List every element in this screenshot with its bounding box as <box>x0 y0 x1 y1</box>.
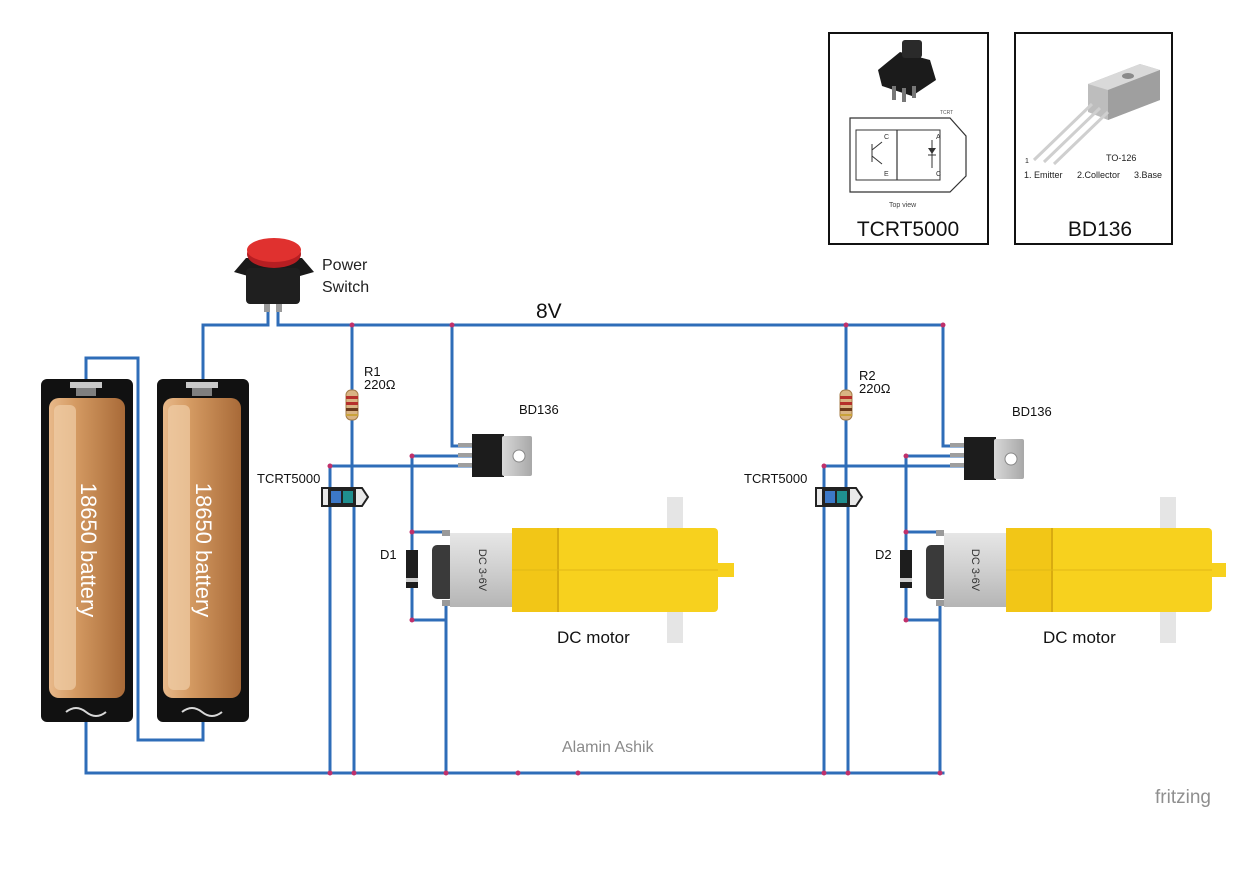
junction-nodes <box>327 322 946 776</box>
d1-label: D1 <box>380 547 397 562</box>
bd136-right-collector-wire <box>904 454 968 534</box>
bd136-inset: TO-126 1 1. Emitter 2.Collector 3.Base B… <box>1014 32 1173 245</box>
voltage-label: 8V <box>536 300 562 323</box>
tcrt5000-sensor-left <box>321 487 370 507</box>
battery-to-switch-wire <box>201 303 270 387</box>
bd136-right-emitter-wire <box>941 323 968 448</box>
battery-right-label: 18650 battery <box>191 483 216 618</box>
r1-value: 220Ω <box>364 377 396 392</box>
dc-motor-left: DC 3-6V <box>432 497 734 643</box>
resistor-r1 <box>345 389 359 421</box>
bd136-transistor-right <box>950 437 1024 480</box>
power-switch <box>234 238 314 312</box>
dc-motor-right: DC 3-6V <box>926 497 1226 643</box>
bd136-right-label: BD136 <box>1012 404 1052 419</box>
tcrt-pin-c: C <box>884 134 889 141</box>
bd136-package-label: TO-126 <box>1106 153 1136 163</box>
motor-left-label: DC motor <box>557 628 630 647</box>
bd136-pin3-label: 3.Base <box>1134 170 1162 180</box>
bd136-left-base-wire <box>328 464 476 775</box>
bd136-left-emitter-wire <box>450 323 476 448</box>
bd136-right-base-wire <box>822 464 968 775</box>
r2-name: R2 <box>859 368 876 383</box>
bd136-inset-title: BD136 <box>1068 218 1132 241</box>
battery-left-label: 18650 battery <box>76 483 101 618</box>
battery-left: 18650 battery <box>41 379 133 722</box>
r1-name: R1 <box>364 364 381 379</box>
d2-label: D2 <box>875 547 892 562</box>
bd136-transistor-left <box>458 434 532 477</box>
tcrt-pin-k: C <box>936 171 941 178</box>
tcrt-top-view-label: Top view <box>889 202 917 209</box>
bd136-pin-index: 1 <box>1025 158 1029 165</box>
tcrt-pin-a: A <box>936 134 941 141</box>
r2-value: 220Ω <box>859 381 891 396</box>
ground-rail-wire <box>84 714 945 775</box>
bd136-left-collector-wire <box>410 454 476 534</box>
tcrt-right-label: TCRT5000 <box>744 471 807 486</box>
power-switch-label-1: Power <box>322 257 368 274</box>
motor-left-body-text: DC 3-6V <box>476 549 488 592</box>
bd136-pin1-label: 1. Emitter <box>1024 170 1063 180</box>
motor-right-body-text: DC 3-6V <box>969 549 981 592</box>
tcrt-left-label: TCRT5000 <box>257 471 320 486</box>
resistor-r2 <box>839 389 853 421</box>
rail-8v-wire <box>276 303 945 327</box>
fritzing-logo: fritzing <box>1155 787 1211 808</box>
author-label: Alamin Ashik <box>562 739 655 756</box>
tcrt-inset-tag: TCRT <box>940 110 953 116</box>
battery-right: 18650 battery <box>157 379 249 722</box>
bd136-left-label: BD136 <box>519 402 559 417</box>
motor-right-label: DC motor <box>1043 628 1116 647</box>
bd136-pin2-label: 2.Collector <box>1077 170 1120 180</box>
tcrt5000-inset: C E A C TCRT Top view TCRT5000 <box>828 32 989 245</box>
battery-series-wire <box>84 356 205 742</box>
tcrt-inset-title: TCRT5000 <box>857 218 959 241</box>
diode-d1 <box>406 550 418 588</box>
tcrt-pin-e: E <box>884 171 889 178</box>
tcrt5000-sensor-right <box>815 487 864 507</box>
diode-d2 <box>900 550 912 588</box>
power-switch-label-2: Switch <box>322 279 369 296</box>
